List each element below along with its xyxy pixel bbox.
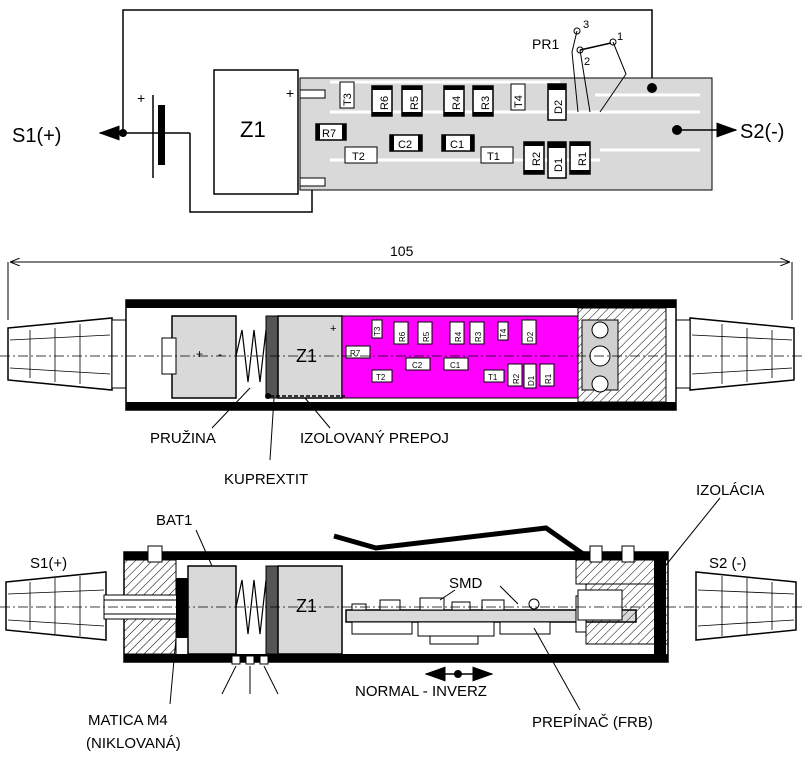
knob-left-side [5, 571, 107, 641]
top-z1-plus: + [330, 323, 336, 335]
comp-r2: R2 [531, 152, 543, 166]
label-s1: S1(+) [30, 555, 67, 572]
comp-r6: R6 [379, 96, 391, 110]
comp-r3: R3 [480, 96, 492, 110]
switch-lever [333, 525, 588, 559]
label-s2: S2 (-) [709, 555, 747, 572]
top-d1: D1 [527, 375, 536, 386]
comp-d1: D1 [553, 158, 565, 172]
top-view: + - Z1 + T3 R6 R5 R4 R3 T4 D2 R7 [0, 299, 802, 488]
comp-c1: C1 [450, 139, 464, 151]
knob-left-top [7, 317, 113, 391]
label-bat1: BAT1 [156, 512, 192, 529]
comp-d2: D2 [553, 100, 565, 114]
label-insulation: IZOLÁCIA [696, 482, 764, 499]
top-r1: R1 [544, 373, 553, 384]
comp-r7: R7 [322, 128, 336, 140]
comp-r4: R4 [451, 96, 463, 110]
knob-right-side [695, 571, 797, 641]
side-view: Z1 [0, 482, 802, 752]
side-z1: Z1 [296, 596, 317, 616]
comp-r1: R1 [577, 152, 589, 166]
switch-pr1: PR1 3 2 1 [532, 19, 627, 113]
top-r3: R3 [474, 331, 483, 342]
label-insulated-link: IZOLOVANÝ PREPOJ [300, 430, 449, 447]
top-d2: D2 [526, 331, 535, 342]
comp-t2: T2 [352, 151, 365, 163]
dimension-line: 105 [7, 243, 793, 320]
switch-pin-3: 3 [583, 19, 589, 31]
battery-plus: + [137, 90, 145, 106]
label-kuprextit: KUPREXTIT [224, 471, 308, 488]
terminal-s2: S2(-) [740, 121, 784, 143]
top-r4: R4 [454, 331, 463, 342]
top-c2: C2 [412, 361, 423, 370]
knob-right-top [689, 317, 795, 391]
dimension-value: 105 [390, 243, 414, 259]
label-normal-inverz: NORMAL - INVERZ [355, 683, 487, 700]
top-minus: - [218, 347, 222, 361]
top-r5: R5 [422, 331, 431, 342]
top-r7: R7 [350, 349, 361, 358]
comp-c2: C2 [398, 139, 412, 151]
battery-short-plate [158, 105, 165, 165]
label-nut-line2: (NIKLOVANÁ) [86, 735, 181, 752]
top-c1: C1 [450, 361, 461, 370]
module-z1-label: Z1 [240, 117, 266, 142]
comp-t3: T3 [342, 93, 354, 106]
top-t4: T4 [499, 328, 508, 338]
pcb-board [299, 77, 713, 191]
bat1 [187, 565, 237, 655]
top-r6: R6 [398, 331, 407, 342]
label-switch-frb: PREPÍNAČ (FRB) [532, 714, 653, 731]
terminal-s1: S1(+) [12, 125, 61, 147]
top-r2: R2 [512, 373, 521, 384]
label-spring: PRUŽINA [150, 430, 216, 447]
label-nut-line1: MATICA M4 [88, 712, 168, 729]
module-z1 [213, 69, 299, 195]
top-plus: + [196, 347, 203, 361]
comp-r5: R5 [409, 96, 421, 110]
pcb-components-top [345, 319, 555, 389]
comp-t1: T1 [487, 151, 500, 163]
comp-t4: T4 [513, 95, 525, 108]
schematic: + Z1 + T3 R6 R5 R4 R3 T4 [12, 9, 784, 213]
top-t2: T2 [376, 373, 386, 382]
pcb-components-schematic: T3 R6 R5 R4 R3 T4 D2 R7 C2 [315, 81, 591, 179]
switch-pin-2: 2 [584, 56, 590, 68]
switch-pr1-label: PR1 [532, 36, 559, 52]
nut-m4 [176, 578, 188, 638]
module-z1-plus: + [286, 85, 294, 101]
switch-pin-1: 1 [617, 31, 623, 43]
label-smd: SMD [449, 575, 483, 592]
top-t3: T3 [373, 326, 382, 336]
top-t1: T1 [488, 373, 498, 382]
